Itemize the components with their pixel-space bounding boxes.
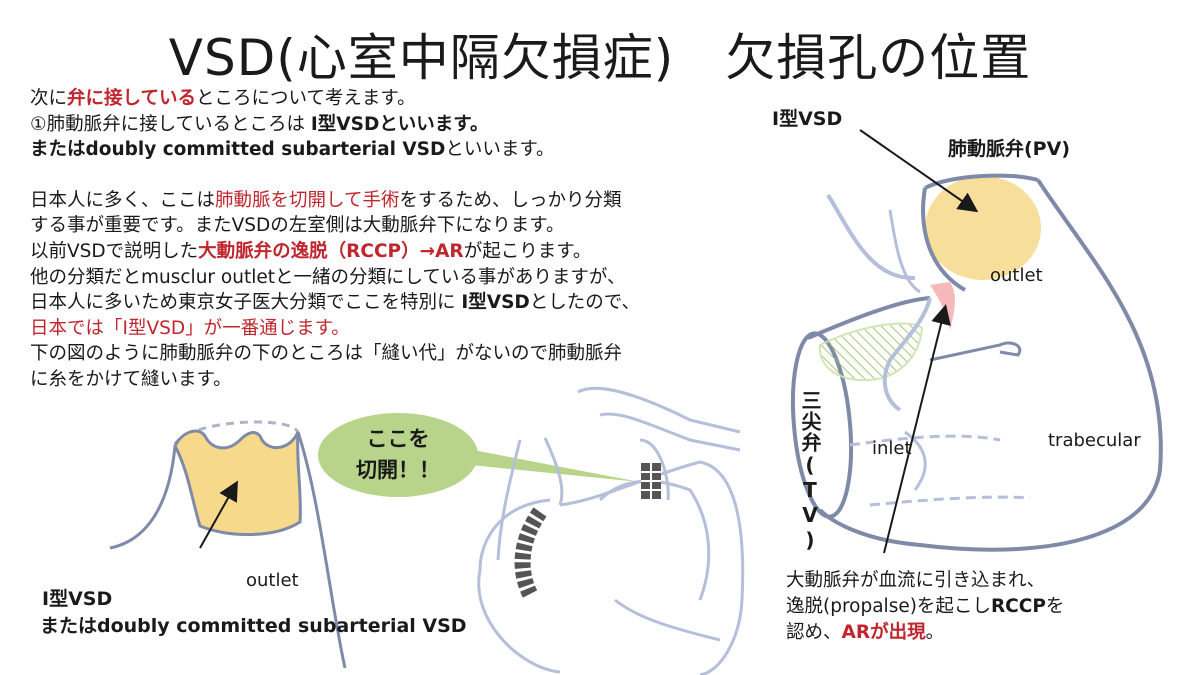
inner-line — [888, 209, 921, 294]
page-title: VSD(心室中隔欠損症) 欠損孔の位置 — [168, 29, 1032, 87]
bubble-tail — [440, 446, 640, 482]
right-ventricle-diagram — [790, 129, 1163, 554]
explanation-text: 次に弁に接しているところについて考えます。 ①肺動脈弁に接しているところは Ⅰ型… — [30, 86, 790, 393]
inlet-label: inlet — [872, 438, 912, 459]
text-span: 。 — [925, 622, 945, 643]
aortic-cusp-prolapse — [930, 282, 955, 330]
text-span: としたので、 — [529, 292, 641, 314]
text-line-4: 日本人に多く、ここは肺動脈を切開して手術をするため、しっかり分類 — [30, 188, 790, 214]
pulmonary-valve-leaflet — [173, 429, 302, 537]
pv-label: 肺動脈弁(PV) — [948, 138, 1070, 160]
left-outlet-label: outlet — [246, 570, 299, 591]
rv-outer-wall — [818, 178, 1163, 552]
text-span: をするため、しっかり分類 — [399, 189, 622, 211]
text-span: 次に — [30, 88, 68, 109]
text-span: 以前VSDで説明した — [30, 240, 199, 262]
text-line-2: ①肺動脈弁に接しているところは Ⅰ型VSDといいます。 — [30, 112, 790, 138]
text-line-7: 他の分類だとmusclur outletと一緒の分類にしている事がありますが、 — [30, 266, 626, 288]
bubble-line-1: ここを — [366, 427, 430, 451]
text-span: 日本人に多く、ここは — [30, 189, 216, 211]
text-span: 認め、 — [786, 622, 842, 643]
heart-outline-diagram — [477, 387, 745, 675]
bubble-text: ここを 切開！！ — [334, 424, 462, 486]
note-line-1: 大動脈弁が血流に引き込まれ、 — [786, 570, 1046, 591]
rv-upper-wall — [807, 296, 931, 340]
papillary-muscle — [929, 341, 1022, 362]
infundibulum-line — [826, 193, 916, 281]
text-span: を — [1045, 596, 1065, 617]
incision-marks — [514, 463, 661, 598]
dashed-chordae-2 — [869, 495, 1031, 507]
bubble-line-2: 切開！！ — [356, 458, 440, 482]
text-line-6: 以前VSDで説明した大動脈弁の逸脱（RCCP）→ARが起こります。 — [30, 239, 790, 265]
arrow-to-cusp — [199, 480, 238, 549]
right-type1-label: Ⅰ型VSD — [772, 108, 843, 130]
prolapse-note: 大動脈弁が血流に引き込まれ、 逸脱(propalse)を起こしRCCPを 認め、… — [786, 568, 1064, 646]
pulmonary-trunk — [639, 438, 670, 501]
text-span: が起こります。 — [463, 240, 592, 262]
highlight-dcsa: またはdoubly committed subarterial VSD — [30, 139, 446, 161]
text-span: ①肺動脈弁に接しているところは — [30, 113, 306, 135]
trabecular-label: trabecular — [1048, 430, 1141, 451]
aortic-arch-inner — [599, 412, 741, 452]
pulmonary-valve-area — [925, 176, 1041, 280]
rccp-text: RCCP — [990, 596, 1046, 617]
text-line-8: 日本人に多いため東京女子医大分類でここを特別に Ⅰ型VSDとしたので、 — [30, 290, 790, 316]
septal-defect-hatched — [818, 322, 924, 382]
svc-line — [496, 439, 522, 561]
vessel-wall-left — [109, 445, 177, 550]
dashed-chordae-1 — [849, 434, 1001, 447]
arrow-to-pv — [859, 129, 979, 213]
text-span: 逸脱(propalse)を起こし — [786, 596, 991, 617]
text-span: といいます。 — [445, 139, 555, 161]
text-line-10: 下の図のように肺動脈弁の下のところは「縫い代」がないので肺動脈弁 — [30, 343, 623, 365]
text-line-11: に糸をかけて縫います。 — [30, 368, 232, 390]
highlight-surgery: 肺動脈を切開して手術 — [215, 189, 400, 211]
speech-bubble — [318, 413, 640, 497]
right-atrium-outline — [477, 498, 561, 674]
pulmonary-valve-cusp-diagram — [109, 420, 347, 669]
highlight-type1: Ⅰ型VSD — [461, 292, 530, 314]
ventricle-outline — [559, 460, 745, 675]
aortic-arch-outer — [577, 387, 741, 434]
left-type1-label: Ⅰ型VSD — [42, 588, 113, 610]
arrow-to-prolapse — [883, 304, 951, 554]
text-span: ところについて考えます。 — [195, 88, 416, 109]
pv-wall-left — [921, 187, 966, 292]
highlight-type1: Ⅰ型VSDといいます。 — [310, 113, 489, 135]
vessel-line — [543, 437, 564, 506]
vessel-wall-right — [296, 431, 347, 669]
note-line-3: 認め、ARが出現。 — [786, 620, 1064, 646]
crista-line — [882, 297, 932, 412]
text-span: 日本人に多いため東京女子医大分類でここを特別に — [30, 292, 456, 314]
highlight-rccp-ar: 大動脈弁の逸脱（RCCP）→AR — [198, 240, 464, 262]
text-line-5: する事が重要です。またVSDの左室側は大動脈弁下になります。 — [30, 215, 565, 237]
ar-text: ARが出現 — [841, 622, 926, 643]
bubble-body — [318, 413, 478, 497]
note-line-2: 逸脱(propalse)を起こしRCCPを — [786, 594, 1064, 620]
tv-label: 三尖弁(TV) — [798, 390, 822, 553]
left-dcsa-label: またはdoubly committed subarterial VSD — [40, 615, 467, 637]
highlight-valve-contact: 弁に接している — [67, 88, 196, 109]
text-line-9: 日本では「Ⅰ型VSD」が一番通じます。 — [30, 317, 350, 339]
right-outlet-label: outlet — [990, 265, 1043, 286]
text-line-3: またはdoubly committed subarterial VSDといいます… — [30, 137, 790, 163]
ventricle-inner — [598, 479, 711, 601]
moderator-band — [904, 430, 927, 491]
pv-rim — [924, 173, 1039, 190]
septum-line — [614, 598, 721, 642]
text-line-1: 次に弁に接しているところについて考えます。 — [30, 86, 790, 112]
atrial-incision-mark — [514, 507, 547, 598]
